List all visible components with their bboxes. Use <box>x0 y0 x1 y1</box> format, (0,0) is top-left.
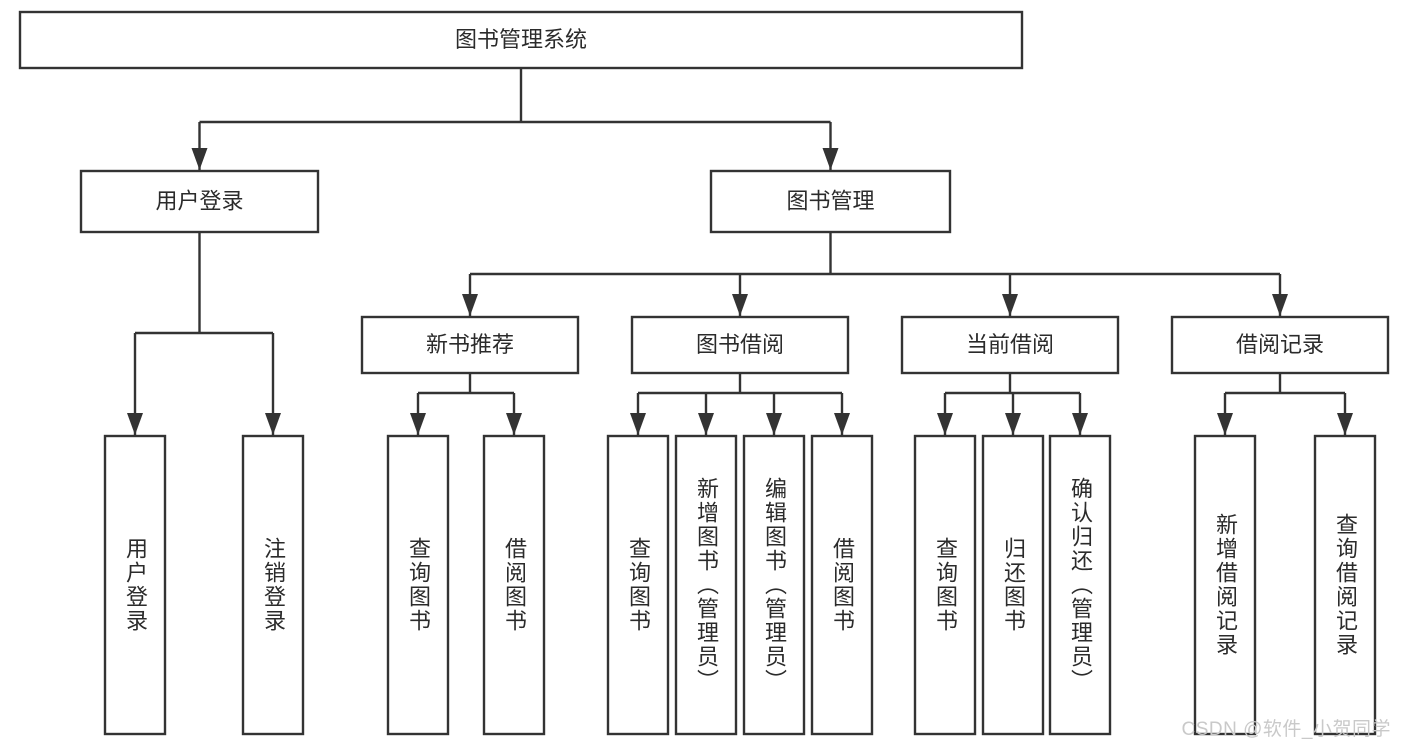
node-label-user-login: 用户登录 <box>155 188 243 213</box>
arrow-head-icon <box>1337 413 1353 435</box>
arrow-head-icon <box>1272 294 1288 316</box>
node-box-new-book-recommend[interactable] <box>360 315 580 375</box>
node-box-current-borrow[interactable] <box>900 315 1120 375</box>
node-box-leaf-add-borrow-record[interactable] <box>1193 434 1257 736</box>
node-label-book-borrow: 图书借阅 <box>696 332 784 357</box>
node-box-user-login[interactable] <box>79 169 320 234</box>
arrow-head-icon <box>191 148 208 170</box>
arrow-head-icon <box>698 413 714 435</box>
node-label-book-manage: 图书管理 <box>786 188 874 213</box>
node-label-borrow-record: 借阅记录 <box>1236 332 1324 357</box>
arrow-head-icon <box>732 294 748 316</box>
node-box-borrow-record[interactable] <box>1170 315 1390 375</box>
node-box-leaf-logout[interactable] <box>241 434 305 736</box>
arrow-head-icon <box>506 413 522 435</box>
node-label-current-borrow: 当前借阅 <box>966 332 1054 357</box>
arrow-head-icon <box>1072 413 1088 435</box>
arrow-head-icon <box>1005 413 1021 435</box>
node-label-root: 图书管理系统 <box>455 27 587 52</box>
arrow-head-icon <box>462 294 478 316</box>
node-box-book-manage[interactable] <box>709 169 952 234</box>
node-box-root[interactable] <box>18 10 1024 70</box>
node-box-leaf-query-book-borrow[interactable] <box>606 434 670 736</box>
node-box-leaf-return-book[interactable] <box>981 434 1045 736</box>
arrow-head-icon <box>410 413 426 435</box>
node-box-leaf-query-borrow-record[interactable] <box>1313 434 1377 736</box>
node-box-leaf-confirm-return-admin[interactable] <box>1048 434 1112 736</box>
arrow-head-icon <box>265 413 281 435</box>
arrow-head-icon <box>630 413 646 435</box>
connector-layer <box>127 68 1353 435</box>
arrow-head-icon <box>766 413 782 435</box>
node-box-leaf-add-book-admin[interactable] <box>674 434 738 736</box>
node-box-leaf-query-book-current[interactable] <box>913 434 977 736</box>
node-box-book-borrow[interactable] <box>630 315 850 375</box>
arrow-head-icon <box>127 413 143 435</box>
watermark-text: CSDN @软件_小贺同学 <box>1181 719 1391 740</box>
node-box-leaf-edit-book-admin[interactable] <box>742 434 806 736</box>
node-box-leaf-borrow-book-rec[interactable] <box>482 434 546 736</box>
node-box-leaf-user-login[interactable] <box>103 434 167 736</box>
arrow-head-icon <box>1217 413 1233 435</box>
arrow-head-icon <box>822 148 839 170</box>
arrow-head-icon <box>937 413 953 435</box>
node-box-leaf-borrow-book[interactable] <box>810 434 874 736</box>
arrow-head-icon <box>834 413 850 435</box>
node-label-new-book-recommend: 新书推荐 <box>426 332 514 357</box>
node-box-leaf-query-book-rec[interactable] <box>386 434 450 736</box>
arrow-head-icon <box>1002 294 1018 316</box>
